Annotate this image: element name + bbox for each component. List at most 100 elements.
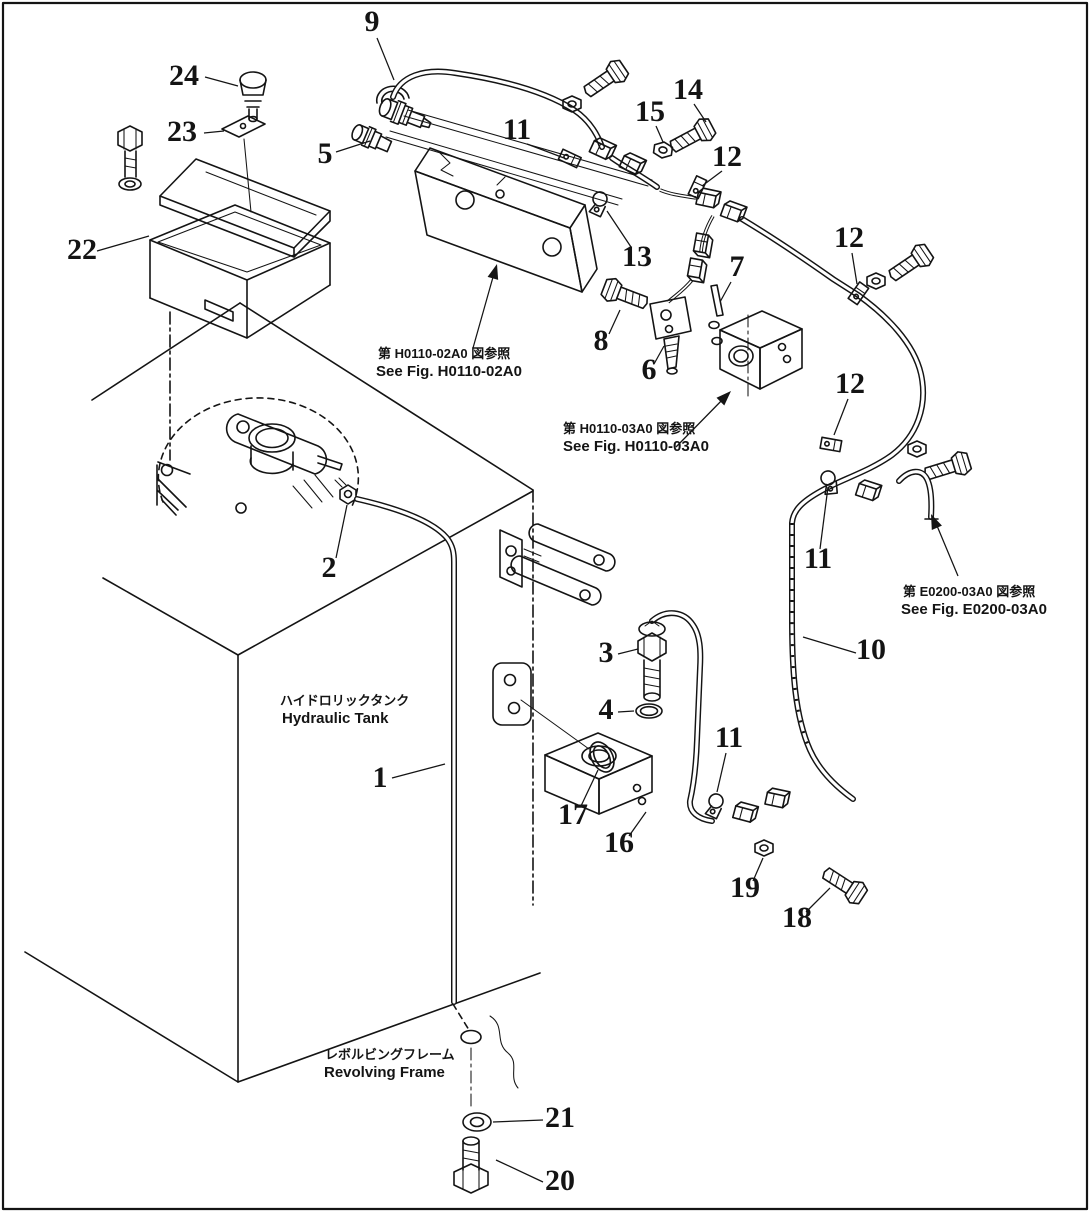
o-ring-17 <box>589 741 615 773</box>
fig-ref-e0200-03a0-jp: 第 E0200-03A0 図参照 <box>903 584 1035 599</box>
part-callout-18: 18 <box>782 901 812 934</box>
stepped-flange <box>156 461 191 516</box>
connector <box>731 800 760 824</box>
leader-line-2 <box>335 504 348 559</box>
leader-line-4 <box>617 710 635 713</box>
part-callout-23: 23 <box>167 115 197 148</box>
elbow-fitting-2 <box>334 477 357 505</box>
clamp-13 <box>588 189 610 219</box>
plug-3 <box>637 620 667 702</box>
part-callout-5: 5 <box>318 137 333 170</box>
nut <box>907 440 927 458</box>
leader-line-22 <box>96 235 150 252</box>
bolt-18 <box>817 861 871 908</box>
clamp-12 <box>819 436 843 453</box>
part-callout-21: 21 <box>545 1101 575 1134</box>
leader-line-12 <box>833 398 849 436</box>
tank-flange-plate <box>492 662 590 750</box>
connector <box>764 786 791 810</box>
valve-block-group <box>492 610 715 824</box>
bolt <box>883 240 937 288</box>
connector <box>854 477 883 503</box>
sensor-6-group <box>598 274 724 375</box>
part-callout-2: 2 <box>322 551 337 584</box>
nut <box>866 272 886 290</box>
part-callout-20: 20 <box>545 1164 575 1197</box>
leader-line-16 <box>628 811 647 837</box>
leader-line-6 <box>653 345 665 365</box>
connector <box>686 257 709 284</box>
part-callout-1: 1 <box>373 761 388 794</box>
block-h0110-03a0 <box>719 310 803 397</box>
part-callout-11: 11 <box>804 542 832 575</box>
break-line <box>489 1015 519 1089</box>
part-callout-11: 11 <box>715 721 743 754</box>
part-callout-9: 9 <box>365 5 380 38</box>
hydraulic-tank-label-en: Hydraulic Tank <box>282 710 389 727</box>
lid-bolt-washer <box>117 125 143 191</box>
leader-line-23 <box>203 130 225 134</box>
leader-line-20 <box>495 1159 544 1183</box>
arrow-icon <box>487 262 503 280</box>
lid-box-assembly <box>117 71 331 339</box>
figure-annotations: 第 H0110-02A0 図参照 See Fig. H0110-02A0 第 H… <box>280 262 1047 1081</box>
part-callout-10: 10 <box>856 633 886 666</box>
part-callout-12: 12 <box>834 221 864 254</box>
leader-line-5 <box>335 140 371 153</box>
part-callout-6: 6 <box>642 353 657 386</box>
leader-line-9 <box>376 37 395 81</box>
leader-line-1 <box>391 763 446 779</box>
leader-line-17 <box>580 769 599 807</box>
pin-7 <box>708 284 724 346</box>
box-22-lid <box>159 158 331 258</box>
part-callout-8: 8 <box>594 324 609 357</box>
leader-line-18 <box>805 887 831 913</box>
part-callout-12: 12 <box>835 367 865 400</box>
part-callout-14: 14 <box>673 73 703 106</box>
leader-line-8 <box>608 309 621 335</box>
leader-line-12 <box>851 252 858 285</box>
cover-box-h0110-02a0 <box>414 147 598 293</box>
bolt-8 <box>598 274 653 316</box>
part-callout-15: 15 <box>635 95 665 128</box>
part-callout-11: 11 <box>503 113 531 146</box>
filler-flange <box>225 413 343 475</box>
leader-line-19 <box>752 857 764 882</box>
o-ring-4 <box>635 703 663 719</box>
fig-ref-h0110-03a0-jp: 第 H0110-03A0 図参照 <box>563 421 695 436</box>
breather-cap-24 <box>239 71 267 123</box>
fig-ref-h0110-02a0-jp: 第 H0110-02A0 図参照 <box>378 346 510 361</box>
bracket-assembly <box>499 523 616 606</box>
leader-line-11 <box>526 143 565 159</box>
plate-23 <box>221 115 266 213</box>
clamp-11 <box>704 791 726 821</box>
frame-hardware <box>452 1003 492 1194</box>
part-callout-3: 3 <box>599 636 614 669</box>
probe-rod <box>385 130 623 206</box>
leader-line-3 <box>617 648 639 655</box>
sender-5-upper <box>378 98 432 129</box>
frame-hole <box>460 1029 482 1045</box>
part-callout-24: 24 <box>169 59 199 92</box>
box-22-opening <box>149 204 331 281</box>
leader-line-11 <box>819 486 829 550</box>
fig-ref-e0200-03a0-en: See Fig. E0200-03A0 <box>901 601 1047 618</box>
leader-line-21 <box>492 1119 544 1123</box>
leader-line-24 <box>204 76 239 87</box>
revolving-frame-label-jp: レボルビングフレーム <box>325 1047 455 1062</box>
part-callout-19: 19 <box>730 871 760 904</box>
revolving-frame-label-en: Revolving Frame <box>324 1064 445 1081</box>
fig-ref-h0110-02a0-en: See Fig. H0110-02A0 <box>376 363 522 380</box>
connector <box>695 186 722 210</box>
bolt <box>578 56 632 104</box>
grommet-9 <box>375 85 410 104</box>
washer-21 <box>462 1112 492 1132</box>
leader-line-7 <box>719 281 732 303</box>
part-callout-13: 13 <box>622 240 652 273</box>
tube-1-group <box>334 477 457 1005</box>
leader-line-13 <box>606 210 632 248</box>
